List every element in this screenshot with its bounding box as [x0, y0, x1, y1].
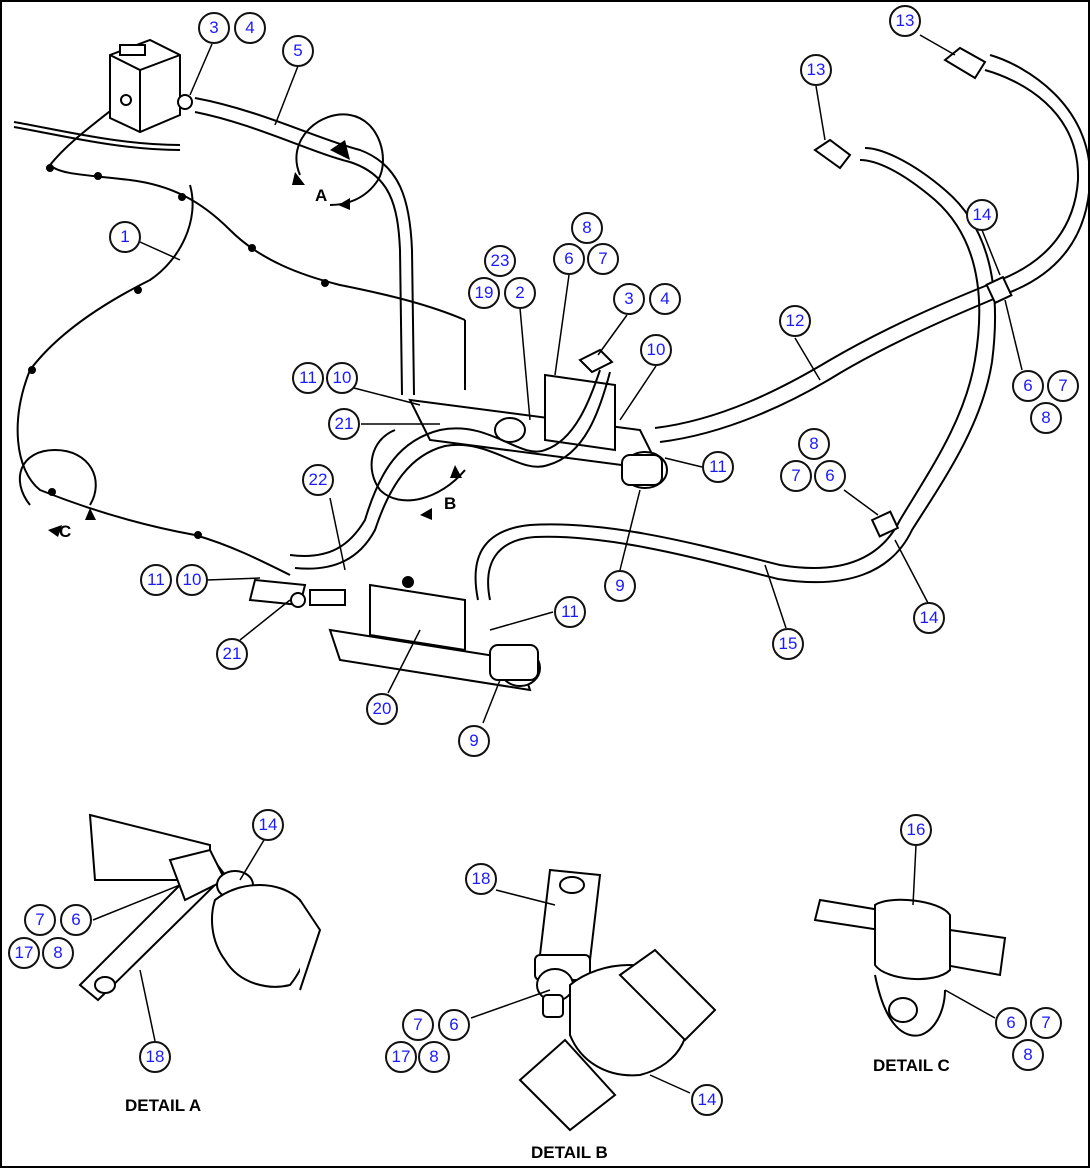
callout-14: 14: [913, 602, 945, 634]
callout-7: 7: [587, 243, 619, 275]
callout-11: 11: [554, 596, 586, 628]
callout-11: 11: [292, 362, 324, 394]
top-right-fittings: [813, 46, 1013, 538]
detail-a-callout-18: 18: [139, 1041, 171, 1073]
detail-b-callout-6: 6: [438, 1009, 470, 1041]
detail-c-drawing: [813, 898, 1007, 1037]
callout-19: 19: [468, 277, 500, 309]
view-marker-a: A: [315, 186, 328, 205]
callout-13: 13: [800, 54, 832, 86]
detail-b-callout-17: 17: [385, 1041, 417, 1073]
hose-15: [474, 147, 997, 601]
callout-23: 23: [484, 245, 516, 277]
detail-a-callout-6: 6: [60, 904, 92, 936]
callout-8: 8: [1030, 402, 1062, 434]
callout-11: 11: [702, 451, 734, 483]
callout-11: 11: [140, 564, 172, 596]
detail-c-callout-16: 16: [900, 814, 932, 846]
callout-15: 15: [772, 628, 804, 660]
callout-10: 10: [176, 564, 208, 596]
leader-lines: [92, 34, 1023, 1094]
detail-c-caption: DETAIL C: [873, 1056, 950, 1075]
callout-12: 12: [779, 305, 811, 337]
callout-13: 13: [889, 5, 921, 37]
view-markers: [18, 113, 466, 506]
callout-7: 7: [1047, 370, 1079, 402]
callout-21: 21: [216, 638, 248, 670]
callout-8: 8: [798, 428, 830, 460]
callout-14: 14: [966, 199, 998, 231]
detail-b-caption: DETAIL B: [531, 1143, 608, 1162]
callout-2: 2: [504, 277, 536, 309]
detail-c-callout-7: 7: [1030, 1007, 1062, 1039]
center-manifold: [408, 348, 668, 489]
callout-3: 3: [613, 283, 645, 315]
detail-a-callout-17: 17: [8, 937, 40, 969]
callout-22: 22: [302, 464, 334, 496]
callout-10: 10: [640, 334, 672, 366]
callout-4: 4: [649, 283, 681, 315]
detail-b-callout-8: 8: [418, 1041, 450, 1073]
callout-20: 20: [366, 693, 398, 725]
view-marker-b: B: [444, 494, 457, 513]
detail-c-callout-6: 6: [995, 1007, 1027, 1039]
hose-22: [289, 369, 611, 570]
detail-a-caption: DETAIL A: [125, 1096, 202, 1115]
callout-10: 10: [326, 362, 358, 394]
callout-9: 9: [458, 725, 490, 757]
callout-4: 4: [234, 12, 266, 44]
callout-9: 9: [604, 570, 636, 602]
lower-manifold: [248, 576, 541, 692]
top-left-component: [109, 38, 193, 134]
detail-a-callout-7: 7: [24, 904, 56, 936]
detail-b-callout-18: 18: [465, 863, 497, 895]
detail-a-callout-8: 8: [42, 937, 74, 969]
callout-7: 7: [780, 460, 812, 492]
callout-6: 6: [553, 243, 585, 275]
hose-5: [194, 97, 415, 396]
callout-21: 21: [328, 408, 360, 440]
wiring-harness: [13, 94, 466, 576]
callout-3: 3: [198, 12, 230, 44]
detail-a-callout-14: 14: [252, 809, 284, 841]
callout-6: 6: [814, 460, 846, 492]
callout-6: 6: [1012, 370, 1044, 402]
callout-8: 8: [571, 212, 603, 244]
callout-1: 1: [109, 221, 141, 253]
detail-b-drawing: [518, 868, 717, 1132]
view-marker-c: C: [59, 522, 72, 541]
detail-b-callout-14: 14: [691, 1084, 723, 1116]
detail-a-drawing: [78, 813, 322, 1002]
detail-b-callout-7: 7: [402, 1009, 434, 1041]
callout-5: 5: [282, 35, 314, 67]
detail-c-callout-8: 8: [1012, 1039, 1044, 1071]
